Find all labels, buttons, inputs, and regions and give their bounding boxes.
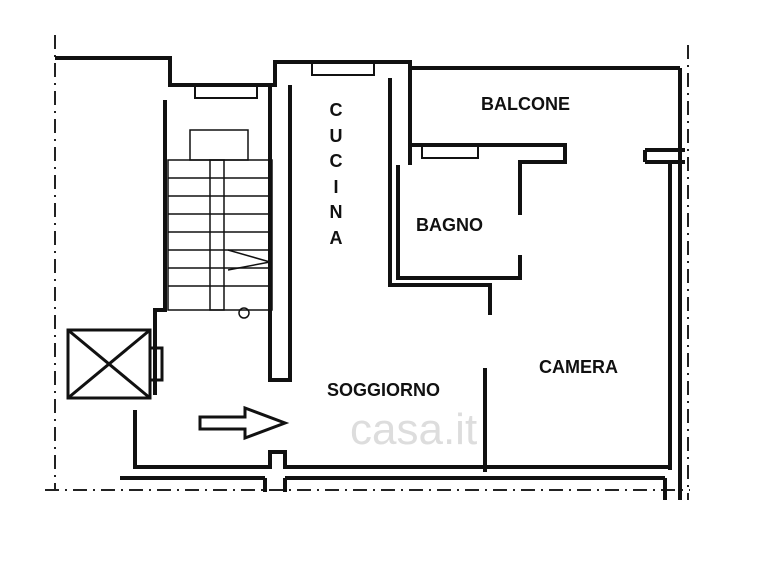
boundary-dashed [45, 35, 690, 500]
room-label-camera: CAMERA [539, 357, 618, 377]
letter: C [329, 100, 343, 120]
room-label-cucina: C U C I N A [326, 98, 346, 251]
shaft [66, 328, 164, 400]
letter: U [329, 125, 343, 146]
windows [194, 62, 479, 159]
letter: C [329, 151, 343, 171]
room-label-soggiorno: SOGGIORNO [327, 380, 441, 400]
letter: A [329, 227, 343, 248]
staircase [167, 129, 273, 319]
walls [55, 56, 685, 500]
entrance-arrow-icon [198, 405, 290, 441]
room-label-balcone: BALCONE [481, 94, 570, 114]
watermark: casa.it [350, 405, 478, 454]
letter: N [329, 202, 343, 222]
room-label-bagno: BAGNO [416, 215, 483, 235]
letter: I [333, 176, 339, 197]
